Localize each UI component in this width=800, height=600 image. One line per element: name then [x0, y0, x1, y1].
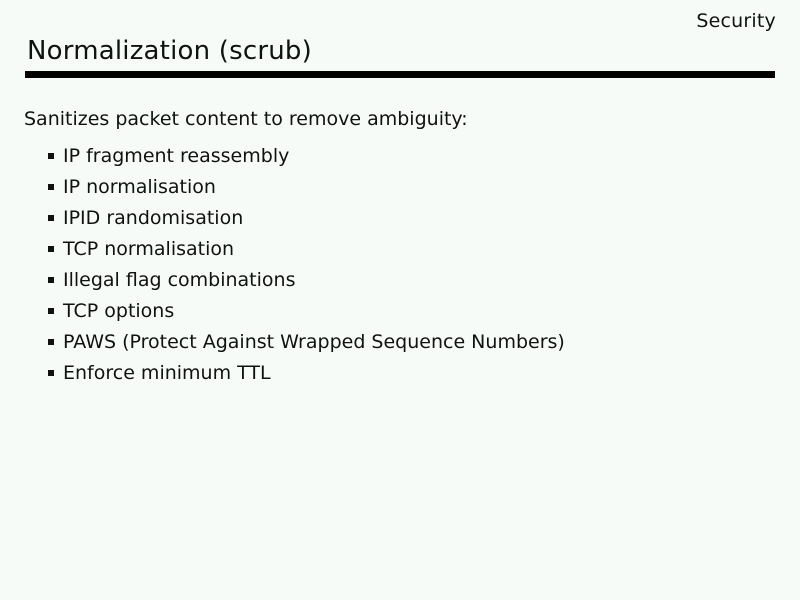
list-item-label: IPID randomisation [63, 206, 244, 229]
list-item: Enforce minimum TTL [48, 357, 565, 388]
list-item: IPID randomisation [48, 202, 565, 233]
list-item-label: TCP options [63, 299, 175, 322]
bullet-square-icon [48, 152, 54, 159]
list-item: IP fragment reassembly [48, 140, 565, 171]
title-rule-divider [25, 71, 775, 78]
list-item-label: IP fragment reassembly [63, 144, 290, 167]
list-item-label: Enforce minimum TTL [63, 361, 271, 384]
list-item-label: IP normalisation [63, 175, 216, 198]
intro-text: Sanitizes packet content to remove ambig… [24, 108, 468, 130]
bullet-square-icon [48, 276, 54, 283]
corner-label: Security [696, 10, 776, 32]
bullet-square-icon [48, 338, 54, 345]
bullet-square-icon [48, 369, 54, 376]
bullet-square-icon [48, 245, 54, 252]
bullet-square-icon [48, 214, 54, 221]
list-item: Illegal flag combinations [48, 264, 565, 295]
page-title: Normalization (scrub) [27, 36, 312, 66]
list-item: TCP options [48, 295, 565, 326]
list-item: PAWS (Protect Against Wrapped Sequence N… [48, 326, 565, 357]
bullet-square-icon [48, 183, 54, 190]
list-item: TCP normalisation [48, 233, 565, 264]
list-item-label: Illegal flag combinations [63, 268, 296, 291]
list-item: IP normalisation [48, 171, 565, 202]
list-item-label: TCP normalisation [63, 237, 235, 260]
bullet-square-icon [48, 307, 54, 314]
list-item-label: PAWS (Protect Against Wrapped Sequence N… [63, 330, 565, 353]
